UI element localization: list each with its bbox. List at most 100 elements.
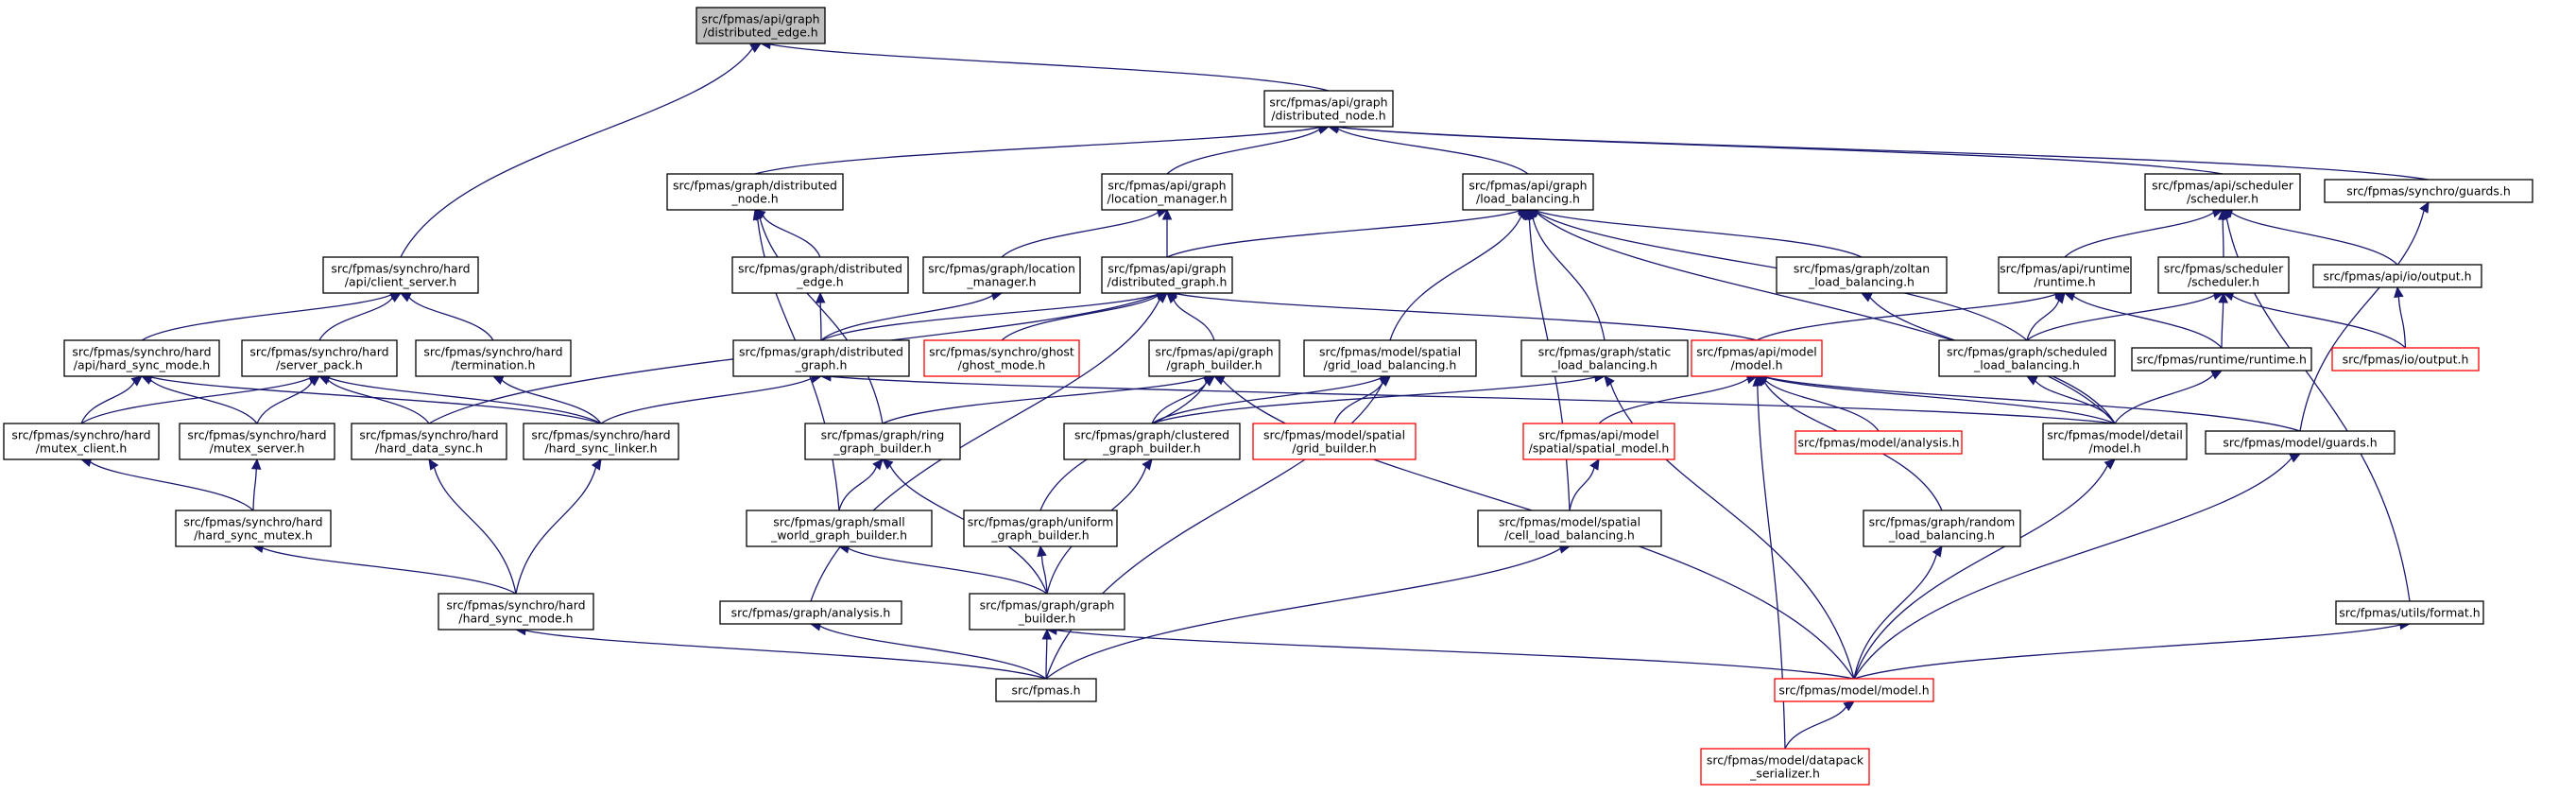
node-model-guards[interactable]: src/fpmas/model/guards.h: [2205, 430, 2396, 455]
node-box[interactable]: [696, 7, 826, 44]
node-box[interactable]: [2144, 173, 2301, 211]
node-model-impl[interactable]: src/fpmas/model/model.h: [1774, 678, 1934, 702]
node-box[interactable]: [322, 256, 479, 294]
node-runtime-api[interactable]: src/fpmas/api/runtime/runtime.h: [1998, 256, 2132, 294]
node-cell-lb[interactable]: src/fpmas/model/spatial/cell_load_balanc…: [1477, 510, 1662, 547]
node-box[interactable]: [2335, 600, 2484, 625]
node-box[interactable]: [179, 423, 335, 460]
node-box[interactable]: [1263, 90, 1394, 128]
node-box[interactable]: [1101, 256, 1233, 294]
node-box[interactable]: [731, 256, 909, 294]
node-box[interactable]: [1520, 339, 1689, 377]
node-box[interactable]: [923, 339, 1080, 377]
node-location-manager[interactable]: src/fpmas/graph/location_manager.h: [922, 256, 1081, 294]
node-box[interactable]: [922, 256, 1081, 294]
node-box[interactable]: [1774, 678, 1934, 702]
node-box[interactable]: [1477, 510, 1662, 547]
node-model-api[interactable]: src/fpmas/api/model/model.h: [1691, 339, 1823, 377]
node-clustered-builder[interactable]: src/fpmas/graph/clustered_graph_builder.…: [1063, 423, 1241, 460]
node-box[interactable]: [1776, 256, 1948, 294]
node-graph-dist-edge[interactable]: src/fpmas/graph/distributed_edge.h: [731, 256, 909, 294]
node-box[interactable]: [63, 339, 220, 377]
node-format[interactable]: src/fpmas/utils/format.h: [2335, 600, 2484, 625]
node-dist-graph-api[interactable]: src/fpmas/api/graph/distributed_graph.h: [1101, 256, 1233, 294]
node-box[interactable]: [241, 339, 398, 377]
node-mutex-server[interactable]: src/fpmas/synchro/hard/mutex_server.h: [179, 423, 335, 460]
node-box[interactable]: [2157, 256, 2290, 294]
node-server-pack[interactable]: src/fpmas/synchro/hard/server_pack.h: [241, 339, 398, 377]
node-dist-edge-api[interactable]: src/fpmas/api/graph/distributed_edge.h: [696, 7, 826, 44]
node-output-api[interactable]: src/fpmas/api/io/output.h: [2312, 264, 2482, 288]
node-ring-builder[interactable]: src/fpmas/graph/ring_graph_builder.h: [804, 423, 961, 460]
node-mutex-client[interactable]: src/fpmas/synchro/hard/mutex_client.h: [3, 423, 160, 460]
node-box[interactable]: [415, 339, 572, 377]
node-box[interactable]: [351, 423, 507, 460]
node-runtime-impl[interactable]: src/fpmas/runtime/runtime.h: [2131, 347, 2312, 372]
node-box[interactable]: [804, 423, 961, 460]
node-io-output[interactable]: src/fpmas/io/output.h: [2331, 347, 2480, 372]
node-graph-dist-graph[interactable]: src/fpmas/graph/distributed_graph.h: [732, 339, 910, 377]
node-box[interactable]: [2042, 423, 2188, 460]
node-box[interactable]: [2331, 347, 2480, 372]
node-box[interactable]: [995, 678, 1097, 702]
node-box[interactable]: [732, 339, 910, 377]
node-datapack-serializer[interactable]: src/fpmas/model/datapack_serializer.h: [1700, 748, 1870, 786]
node-box[interactable]: [3, 423, 160, 460]
node-box[interactable]: [963, 510, 1118, 547]
node-box[interactable]: [719, 600, 902, 625]
node-hard-sync-mode[interactable]: src/fpmas/synchro/hard/hard_sync_mode.h: [438, 593, 594, 631]
node-box[interactable]: [1998, 256, 2132, 294]
node-box[interactable]: [1522, 423, 1675, 460]
node-box[interactable]: [1795, 430, 1963, 455]
node-small-world[interactable]: src/fpmas/graph/small_world_graph_builde…: [746, 510, 933, 547]
node-model-analysis[interactable]: src/fpmas/model/analysis.h: [1795, 430, 1963, 455]
node-box[interactable]: [1462, 173, 1594, 211]
node-box[interactable]: [1063, 423, 1241, 460]
node-graph-dist-node[interactable]: src/fpmas/graph/distributed_node.h: [666, 173, 844, 211]
node-box[interactable]: [1303, 339, 1477, 377]
node-box[interactable]: [523, 423, 679, 460]
node-hard-sync-mutex[interactable]: src/fpmas/synchro/hard/hard_sync_mutex.h: [175, 510, 332, 547]
node-box[interactable]: [1938, 339, 2116, 377]
node-uniform-builder[interactable]: src/fpmas/graph/uniform_graph_builder.h: [963, 510, 1118, 547]
node-box[interactable]: [175, 510, 332, 547]
node-scheduler-impl[interactable]: src/fpmas/scheduler/scheduler.h: [2157, 256, 2290, 294]
node-static-lb[interactable]: src/fpmas/graph/static_load_balancing.h: [1520, 339, 1689, 377]
node-detail-model[interactable]: src/fpmas/model/detail/model.h: [2042, 423, 2188, 460]
node-random-lb[interactable]: src/fpmas/graph/random_load_balancing.h: [1863, 510, 2021, 547]
node-box[interactable]: [969, 593, 1125, 631]
node-box[interactable]: [666, 173, 844, 211]
node-box[interactable]: [1700, 748, 1870, 786]
node-box[interactable]: [2324, 179, 2533, 203]
node-termination[interactable]: src/fpmas/synchro/hard/termination.h: [415, 339, 572, 377]
node-graph-builder-api[interactable]: src/fpmas/api/graph/graph_builder.h: [1148, 339, 1280, 377]
node-zoltan-lb[interactable]: src/fpmas/graph/zoltan_load_balancing.h: [1776, 256, 1948, 294]
node-box[interactable]: [2131, 347, 2312, 372]
node-hard-sync-mode-api[interactable]: src/fpmas/synchro/hard/api/hard_sync_mod…: [63, 339, 220, 377]
node-scheduled-lb[interactable]: src/fpmas/graph/scheduled_load_balancing…: [1938, 339, 2116, 377]
node-box[interactable]: [1101, 173, 1233, 211]
node-graph-analysis[interactable]: src/fpmas/graph/analysis.h: [719, 600, 902, 625]
node-box[interactable]: [1691, 339, 1823, 377]
node-scheduler-api[interactable]: src/fpmas/api/scheduler/scheduler.h: [2144, 173, 2301, 211]
node-client-server[interactable]: src/fpmas/synchro/hard/api/client_server…: [322, 256, 479, 294]
node-load-balancing-api[interactable]: src/fpmas/api/graph/load_balancing.h: [1462, 173, 1594, 211]
node-box[interactable]: [1148, 339, 1280, 377]
node-spatial-model-api[interactable]: src/fpmas/api/model/spatial/spatial_mode…: [1522, 423, 1675, 460]
node-location-manager-api[interactable]: src/fpmas/api/graph/location_manager.h: [1101, 173, 1233, 211]
node-hard-sync-linker[interactable]: src/fpmas/synchro/hard/hard_sync_linker.…: [523, 423, 679, 460]
node-guards[interactable]: src/fpmas/synchro/guards.h: [2324, 179, 2533, 203]
node-ghost-mode[interactable]: src/fpmas/synchro/ghost/ghost_mode.h: [923, 339, 1080, 377]
node-grid-builder[interactable]: src/fpmas/model/spatial/grid_builder.h: [1252, 423, 1417, 460]
node-box[interactable]: [1863, 510, 2021, 547]
node-box[interactable]: [1252, 423, 1417, 460]
node-box[interactable]: [438, 593, 594, 631]
node-box[interactable]: [746, 510, 933, 547]
node-box[interactable]: [2312, 264, 2482, 288]
node-box[interactable]: [2205, 430, 2396, 455]
node-hard-data-sync[interactable]: src/fpmas/synchro/hard/hard_data_sync.h: [351, 423, 507, 460]
node-dist-node-api[interactable]: src/fpmas/api/graph/distributed_node.h: [1263, 90, 1394, 128]
node-fpmas[interactable]: src/fpmas.h: [995, 678, 1097, 702]
node-graph-builder-impl[interactable]: src/fpmas/graph/graph_builder.h: [969, 593, 1125, 631]
node-grid-lb[interactable]: src/fpmas/model/spatial/grid_load_balanc…: [1303, 339, 1477, 377]
